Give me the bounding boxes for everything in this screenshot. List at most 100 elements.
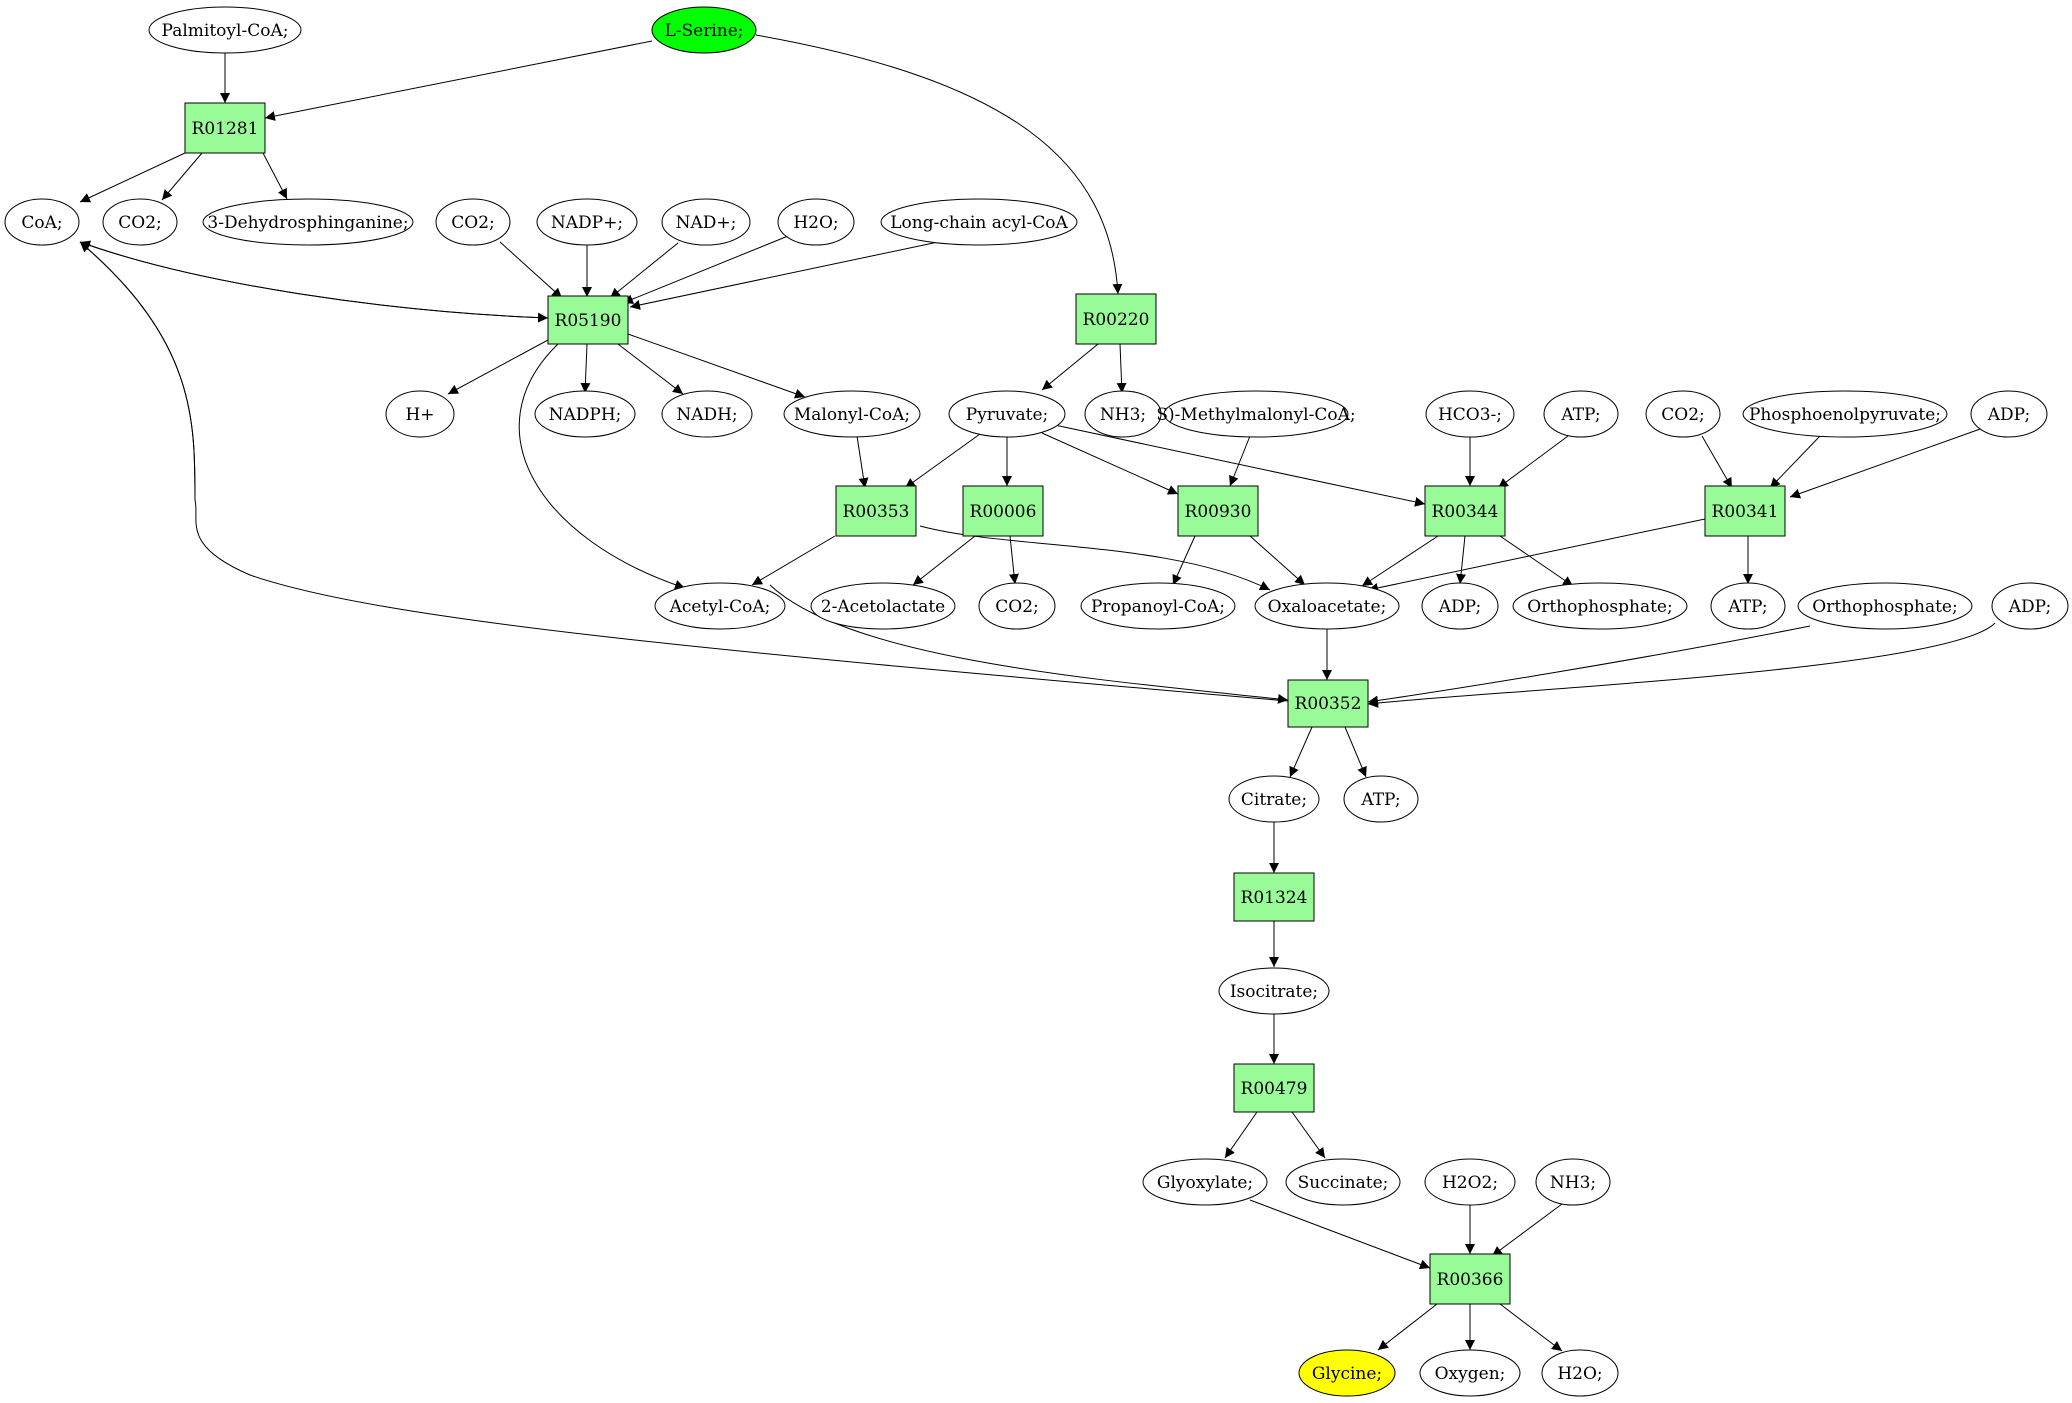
node-2-acetolactate[interactable]: 2-Acetolactate [810,582,956,630]
edge-glyoxylate-to-r00366 [1249,1199,1431,1270]
node-label: NH3; [1100,405,1146,425]
node-orthophosphate-a[interactable]: Orthophosphate; [1512,582,1688,630]
node-co2-a[interactable]: CO2; [102,198,178,246]
edge-nad-to-r05190 [609,242,679,299]
node-oxaloacetate[interactable]: Oxaloacetate; [1254,582,1400,630]
node-nh3-a[interactable]: NH3; [1084,390,1162,438]
node-h-plus[interactable]: H+ [385,390,455,438]
edge-pyruvate-to-r00930 [1041,432,1179,495]
node-label: R00366 [1437,1270,1504,1290]
edge-atp-to-r00344 [1497,435,1569,489]
node-citrate[interactable]: Citrate; [1228,775,1320,823]
node-label: ATP; [1727,597,1767,617]
edge-co2-to-r00341 [1701,435,1733,489]
reaction-r00353[interactable]: R00353 [835,485,917,537]
node-pyruvate[interactable]: Pyruvate; [948,390,1066,438]
node-succinate[interactable]: Succinate; [1285,1158,1401,1206]
node-label: ATP; [1360,790,1400,810]
reaction-r00479[interactable]: R00479 [1233,1063,1315,1113]
reaction-r00344[interactable]: R00344 [1424,485,1506,537]
node-atp-b[interactable]: ATP; [1710,582,1786,630]
edge-r00353-to-oxaloacetate [919,525,1271,591]
node-propanoyl-coa[interactable]: Propanoyl-CoA; [1080,582,1236,630]
node-nh3-b[interactable]: NH3; [1535,1158,1611,1206]
node-label: R00341 [1712,502,1779,522]
node-oxygen[interactable]: Oxygen; [1419,1349,1521,1397]
edge-r05190-to-malonyl-coa [627,333,806,399]
node-label: R00220 [1083,310,1150,330]
reaction-r00930[interactable]: R00930 [1177,485,1259,537]
edge-coa-r05190 [79,241,549,323]
node-co2-d[interactable]: CO2; [978,582,1056,630]
node-atp-c[interactable]: ATP; [1343,775,1419,823]
node-orthophosphate-b[interactable]: Orthophosphate; [1797,582,1973,630]
edge-long-chain-acyl-coa-to-r05190 [629,241,939,310]
nodes: Palmitoyl-CoA; L-Serine; R01281 CoA; CO2… [4,6,2069,1397]
node-label: NH3; [1550,1173,1596,1193]
node-h2o2[interactable]: H2O2; [1424,1158,1516,1206]
edge-r00344-to-orthophosphate [1499,535,1574,587]
node-co2-b[interactable]: CO2; [435,198,511,246]
edge-r00366-to-glycine [1377,1303,1438,1351]
node-label: R00352 [1295,694,1362,714]
reaction-r01281[interactable]: R01281 [184,102,266,154]
node-label: R00930 [1185,502,1252,522]
node-nadph[interactable]: NADPH; [534,390,636,438]
node-label: R01281 [192,119,259,139]
node-label: NADP+; [551,213,623,233]
edge-r01281-to-coa [79,152,186,203]
node-label: R05190 [555,311,622,331]
node-adp-c[interactable]: ADP; [1991,582,2069,630]
node-nadh[interactable]: NADH; [661,390,753,438]
node-label: R00353 [843,502,910,522]
node-isocitrate[interactable]: Isocitrate; [1218,967,1330,1015]
edge-l-serine-to-r01281 [264,40,653,121]
node-label: HCO3-; [1438,405,1502,425]
reaction-r00341[interactable]: R00341 [1704,485,1786,537]
node-label: Pyruvate; [966,405,1048,425]
edge-r00479-to-succinate [1291,1111,1326,1159]
node-3-dehydrosphinganine[interactable]: 3-Dehydrosphinganine; [202,198,414,246]
node-adp-a[interactable]: ADP; [1970,390,2048,438]
edge-r00341-to-oxaloacetate [1367,518,1706,593]
node-malonyl-coa[interactable]: Malonyl-CoA; [783,390,921,438]
node-label: Citrate; [1241,790,1307,810]
reaction-r00352[interactable]: R00352 [1287,679,1369,728]
node-h2o-b[interactable]: H2O; [1541,1349,1619,1397]
edge-r00220-to-nh3 [1116,343,1127,394]
node-hco3[interactable]: HCO3-; [1425,390,1515,438]
node-label: Isocitrate; [1230,982,1318,1002]
edge-r05190-to-acetyl-coa [518,343,686,590]
node-label: CO2; [118,213,162,233]
node-co2-c[interactable]: CO2; [1645,390,1721,438]
node-label: L-Serine; [664,21,743,41]
node-long-chain-acyl-coa[interactable]: Long-chain acyl-CoA [880,198,1078,246]
reaction-r00366[interactable]: R00366 [1429,1253,1511,1305]
node-glyoxylate[interactable]: Glyoxylate; [1142,1158,1268,1206]
node-nadp-plus[interactable]: NADP+; [536,198,638,246]
reaction-r05190[interactable]: R05190 [547,295,629,345]
node-glycine[interactable]: Glycine; [1298,1349,1396,1397]
node-atp-a[interactable]: ATP; [1543,390,1619,438]
edge-phosphoenolpyruvate-to-r00341 [1769,435,1821,489]
node-label: NADPH; [549,405,622,425]
reaction-r00006[interactable]: R00006 [962,485,1044,537]
node-h2o-a[interactable]: H2O; [777,198,855,246]
edge-co2-to-r05190 [499,241,563,299]
node-label: Oxygen; [1435,1364,1506,1384]
node-palmitoyl-coa[interactable]: Palmitoyl-CoA; [148,6,302,54]
node-acetyl-coa[interactable]: Acetyl-CoA; [654,582,786,630]
node-label: H+ [405,405,434,425]
node-methylmalonyl-coa[interactable]: S)-Methylmalonyl-CoA; [1156,390,1356,438]
node-adp-b[interactable]: ADP; [1421,582,1499,630]
node-label: Oxaloacetate; [1268,597,1387,617]
reaction-r01324[interactable]: R01324 [1233,872,1315,922]
node-phosphoenolpyruvate[interactable]: Phosphoenolpyruvate; [1742,390,1948,438]
reaction-r00220[interactable]: R00220 [1075,293,1157,345]
edge-orthophosphate-to-r00352 [1367,625,1811,706]
node-coa[interactable]: CoA; [4,198,80,246]
node-l-serine[interactable]: L-Serine; [651,6,757,54]
edge-r05190-to-nadh [617,343,684,395]
node-nad-plus[interactable]: NAD+; [661,198,751,246]
